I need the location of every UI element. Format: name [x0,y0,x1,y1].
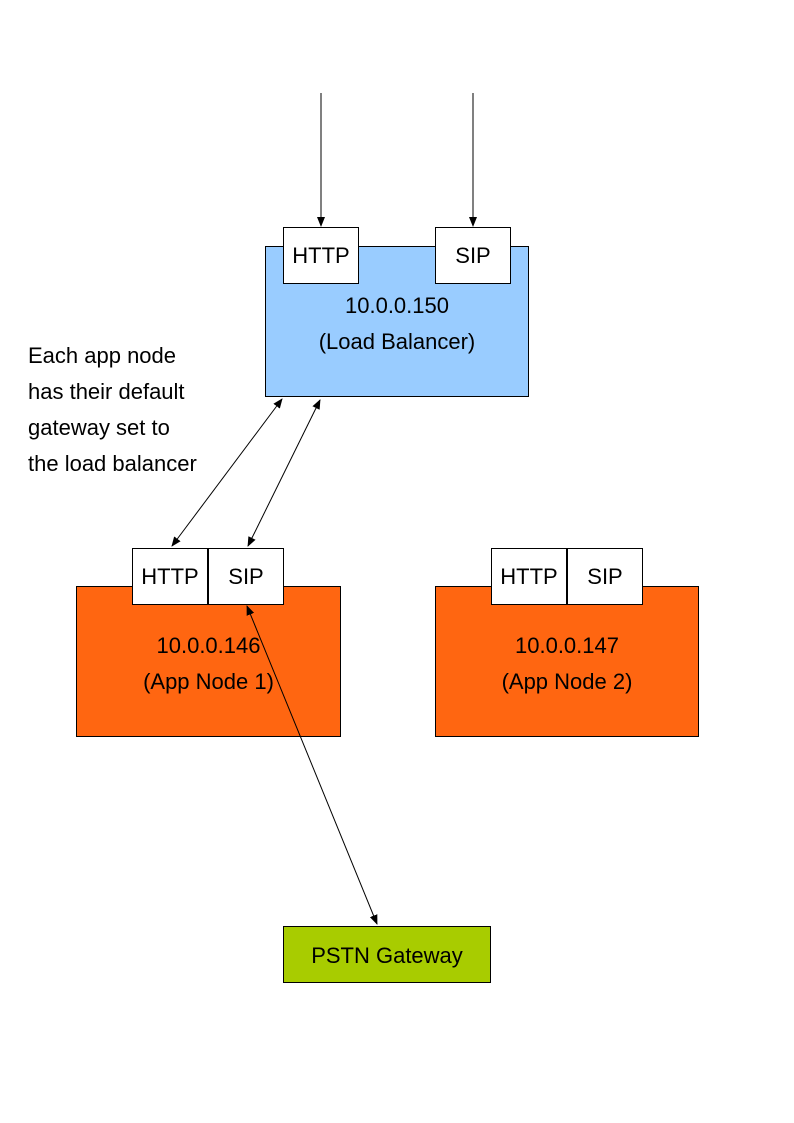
app-node-1-sip-port: SIP [208,548,284,605]
app-node-2-label: 10.0.0.147 (App Node 2) [435,628,699,700]
app-node-1-role: (App Node 1) [143,669,274,694]
pstn-gateway-label: PSTN Gateway [311,943,463,968]
app-node-2 [435,586,699,737]
app-node-2-http-port: HTTP [491,548,567,605]
load-balancer-label: 10.0.0.150 (Load Balancer) [265,288,529,360]
gateway-note-line: Each app node [28,343,177,368]
load-balancer-sip-port: SIP [435,227,511,284]
pstn-gateway-node [283,926,491,983]
load-balancer-http-port: HTTP [283,227,359,284]
app-node-1-http-port: HTTP [132,548,208,605]
gateway-note-line: gateway set to [28,415,170,440]
gateway-note: Each app node has their default gateway … [28,338,248,482]
gateway-note-line: has their default [28,379,185,404]
gateway-note-line: the load balancer [28,451,197,476]
app-node-2-ip: 10.0.0.147 [515,633,619,658]
app-node-1-label: 10.0.0.146 (App Node 1) [76,628,341,700]
app-node-1-ip: 10.0.0.146 [156,633,261,658]
app-node-2-sip-port: SIP [567,548,643,605]
load-balancer-role: (Load Balancer) [318,329,476,354]
load-balancer-ip: 10.0.0.150 [345,293,449,318]
app-node-2-role: (App Node 2) [501,669,633,694]
sip-link-arrow [247,399,321,547]
